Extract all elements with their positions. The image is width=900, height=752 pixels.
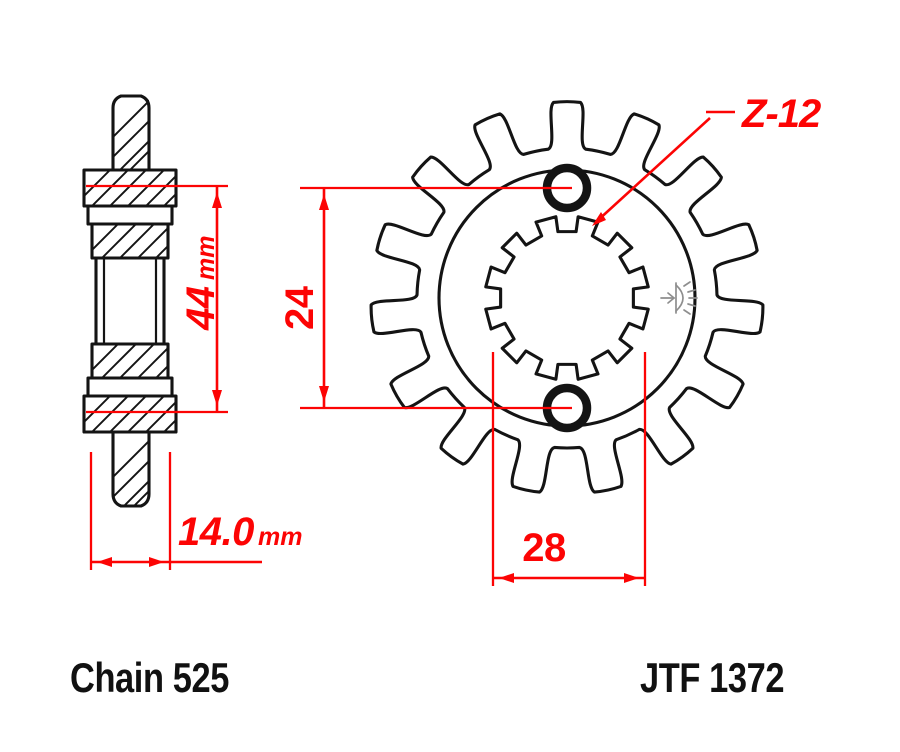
callout-spline-label: Z-12 (741, 92, 821, 136)
dimension-14mm-value: 14.0 (178, 510, 254, 554)
surface-finish-mark-icon (660, 281, 698, 315)
dimension-24-value: 24 (278, 285, 322, 330)
callout-spline-z12: Z-12 (592, 92, 822, 226)
hatch-top-tooth (113, 96, 149, 170)
side-lower-flange (82, 394, 178, 434)
hatch-upper-rim (92, 224, 168, 258)
front-sprocket-view (369, 100, 765, 494)
dimension-44mm-value: 44 (179, 286, 223, 331)
caption-part-number: JTF 1372 (640, 655, 784, 702)
dimension-14mm-unit: mm (258, 523, 302, 551)
dimension-28-value: 28 (522, 526, 566, 570)
hatch-bottom-tooth (113, 432, 149, 506)
side-upper-flange (82, 168, 178, 208)
side-top-tooth (111, 94, 151, 172)
side-section-view (82, 94, 178, 508)
dimension-24: 24 (278, 186, 572, 410)
dimension-44mm-unit: mm (192, 236, 220, 280)
caption-chain: Chain 525 (70, 655, 229, 702)
hatch-lower-rim (92, 344, 168, 378)
side-bottom-tooth (111, 430, 151, 508)
hatch-upper-flange (84, 170, 176, 206)
side-lower-gap (86, 376, 174, 398)
dimension-44mm: 44 mm (86, 184, 228, 414)
dimension-28: 28 (491, 352, 647, 586)
hatch-lower-flange (84, 396, 176, 432)
sprocket-tooth-outline (369, 100, 765, 494)
side-central-web (94, 256, 166, 346)
dimension-14mm: 14.0 mm (89, 452, 302, 570)
side-upper-gap (86, 204, 174, 226)
spline-bore-outline (484, 215, 650, 381)
